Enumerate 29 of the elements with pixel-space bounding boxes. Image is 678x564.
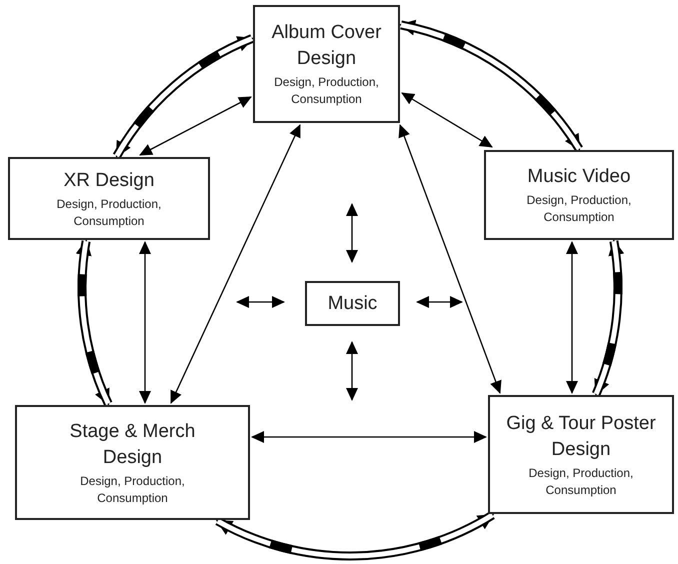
box-subtitle: Design, Production, Consumption <box>528 464 634 498</box>
arrow <box>398 124 502 394</box>
box-subtitle: Design, Production, Consumption <box>79 472 186 506</box>
double-arrow-track <box>113 34 254 158</box>
arrow <box>401 92 493 148</box>
process-box <box>484 150 674 240</box>
box-subtitle: Design, Production, Consumption <box>526 192 632 226</box>
double-arrow-track <box>399 20 583 152</box>
process-box <box>305 281 400 326</box>
process-box <box>15 405 250 520</box>
double-arrow-track <box>216 511 495 560</box>
arrow <box>139 96 252 156</box>
process-box <box>253 5 400 123</box>
double-arrow-track <box>592 239 624 396</box>
arrow <box>566 241 578 394</box>
process-box <box>8 157 210 240</box>
double-arrow-track <box>76 239 112 406</box>
arrow <box>170 124 301 404</box>
box-subtitle: Design, Production, Consumption <box>56 196 162 230</box>
process-box <box>488 395 674 514</box>
box-title: Gig & Tour Poster Design <box>505 412 657 462</box>
arrow <box>139 241 151 404</box>
arrow <box>251 431 487 443</box>
box-title: Music Video <box>527 165 631 189</box>
box-subtitle: Design, Production, Consumption <box>273 74 380 108</box>
box-title: Stage & Merch Design <box>68 420 196 470</box>
box-title: Album Cover Design <box>270 21 382 71</box>
box-title: XR Design <box>64 168 154 192</box>
box-title: Music <box>328 292 378 316</box>
